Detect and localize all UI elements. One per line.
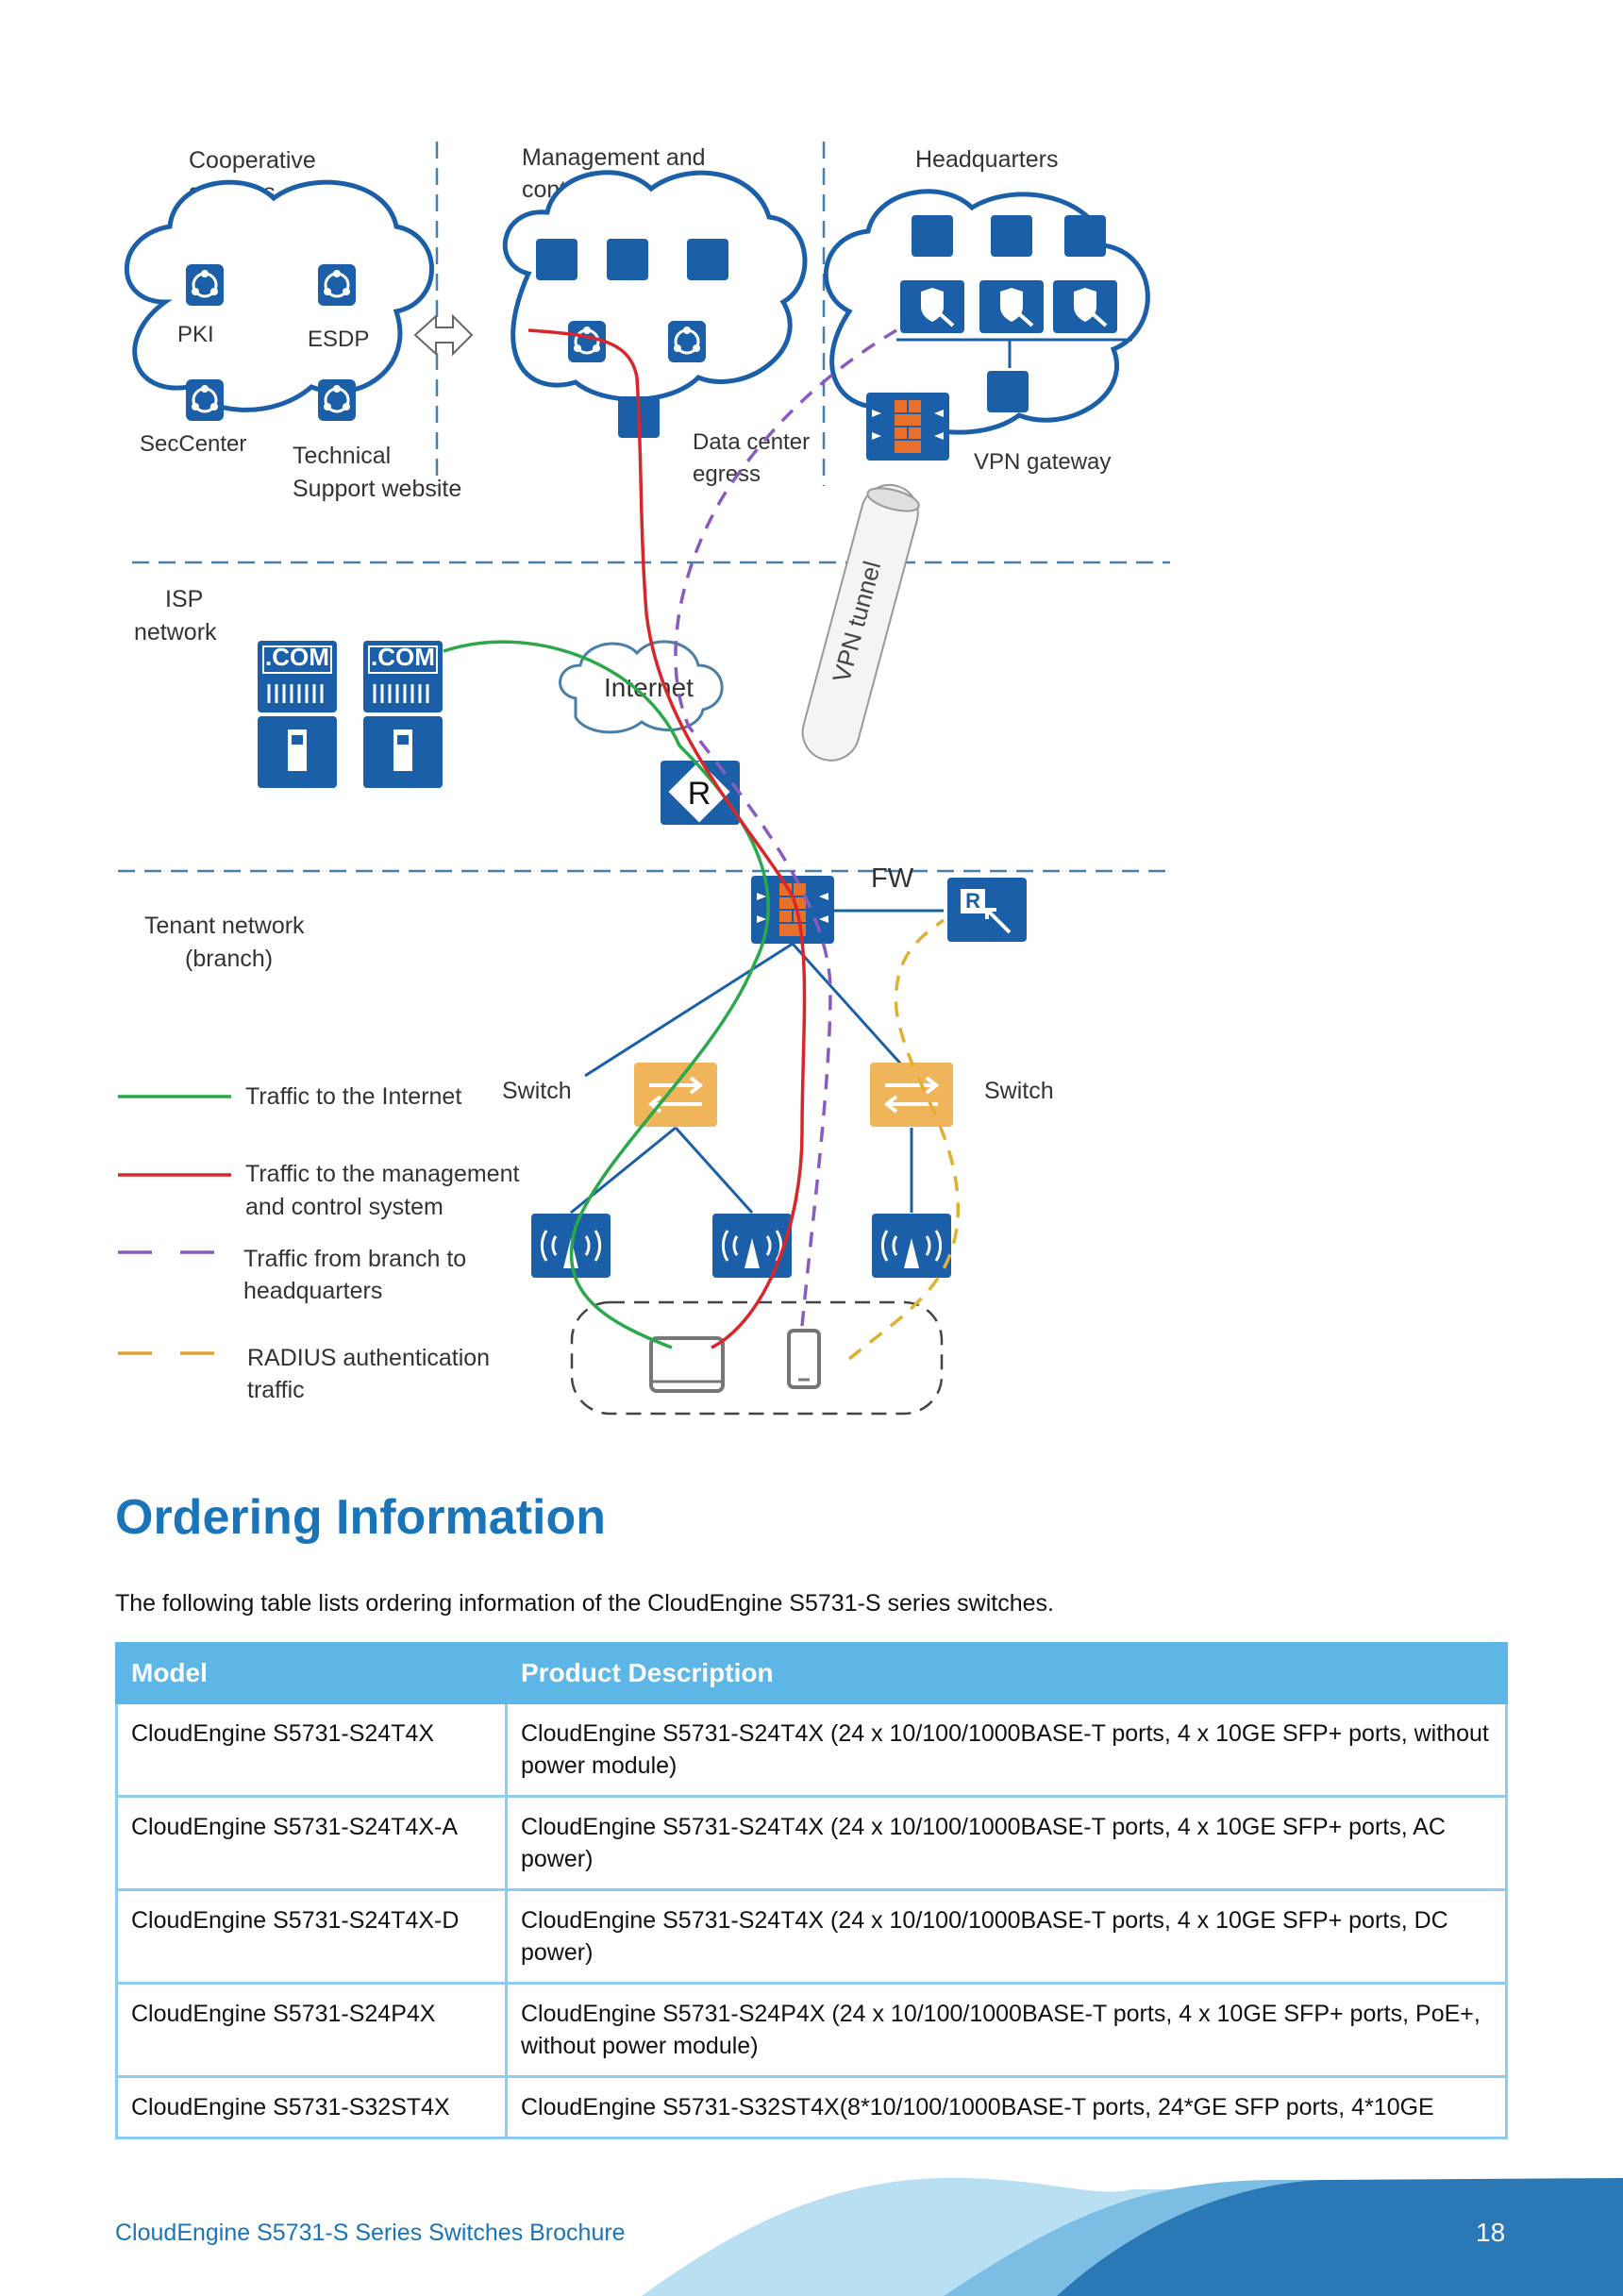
network-diagram: R Cooperative systems Management and con… bbox=[118, 142, 1170, 1416]
table-header-row: Model Product Description bbox=[115, 1642, 1508, 1704]
mgmt-server-icon bbox=[536, 239, 577, 280]
description-cell: CloudEngine S5731-S24T4X (24 x 10/100/10… bbox=[505, 1888, 1508, 1985]
red-traffic-path bbox=[527, 328, 807, 1349]
page-number: 18 bbox=[1476, 2218, 1506, 2247]
header-description: Product Description bbox=[505, 1642, 1508, 1704]
tablet-icon bbox=[649, 1336, 725, 1393]
table-row: CloudEngine S5731-S24T4X-D CloudEngine S… bbox=[115, 1888, 1508, 1985]
radius-controller-icon bbox=[945, 876, 1029, 944]
zone-label-tenant-1: Tenant network bbox=[144, 913, 305, 939]
legend: Traffic to the Internet Traffic to the m… bbox=[118, 1083, 519, 1403]
model-cell: CloudEngine S5731-S32ST4X bbox=[115, 2075, 508, 2139]
com-label-2: .COM bbox=[371, 643, 435, 671]
hq-security-icon bbox=[978, 278, 1046, 335]
branch-firewall-icon bbox=[750, 875, 835, 945]
hq-com-icon bbox=[912, 215, 953, 257]
zone-label-isp-2: network bbox=[134, 619, 217, 645]
mgmt-controller-icon bbox=[607, 239, 648, 280]
green-traffic-path bbox=[443, 640, 770, 1349]
seccenter-label: SecCenter bbox=[140, 431, 246, 457]
hq-server-icon bbox=[991, 215, 1032, 257]
seccenter-icon bbox=[184, 377, 226, 423]
legend-headquarters-2: headquarters bbox=[243, 1278, 382, 1304]
terminal-group bbox=[570, 1300, 944, 1416]
purple-traffic-path bbox=[674, 328, 897, 1327]
pki-icon bbox=[184, 262, 226, 308]
pki-label: PKI bbox=[177, 322, 214, 347]
legend-radius-1: RADIUS authentication bbox=[247, 1345, 490, 1371]
model-cell: CloudEngine S5731-S24T4X-A bbox=[115, 1795, 508, 1891]
zone-label-isp-1: ISP bbox=[165, 586, 203, 612]
switch-left-label: Switch bbox=[502, 1078, 572, 1104]
hq-firewall-icon bbox=[865, 392, 950, 461]
double-arrow-icon bbox=[413, 313, 474, 357]
footer-wave bbox=[642, 2177, 1623, 2296]
section-title: Ordering Information bbox=[115, 1490, 606, 1545]
table-row: CloudEngine S5731-S24P4X CloudEngine S57… bbox=[115, 1982, 1508, 2078]
switch-right-label: Switch bbox=[984, 1078, 1054, 1104]
vpn-gateway-label: VPN gateway bbox=[974, 449, 1111, 475]
tech-support-icon bbox=[316, 377, 358, 423]
dc-egress-label-1: Data center bbox=[693, 429, 810, 455]
zone-label-cooperative-1: Cooperative bbox=[189, 147, 316, 174]
model-cell: CloudEngine S5731-S24P4X bbox=[115, 1982, 508, 2078]
footer-title: CloudEngine S5731-S Series Switches Broc… bbox=[115, 2220, 626, 2246]
model-cell: CloudEngine S5731-S24T4X bbox=[115, 1701, 508, 1798]
tech-support-label-2: Support website bbox=[293, 476, 461, 502]
ap-icon-2 bbox=[711, 1212, 794, 1280]
phone-icon bbox=[787, 1329, 821, 1389]
hq-controller-icon bbox=[898, 278, 966, 335]
isp-server-icon-2 bbox=[363, 716, 443, 788]
zone-label-headquarters: Headquarters bbox=[915, 146, 1058, 173]
cloud-cooperative bbox=[124, 179, 434, 412]
vpn-tunnel: VPN tunnel bbox=[801, 483, 920, 762]
table-row: CloudEngine S5731-S32ST4X CloudEngine S5… bbox=[115, 2075, 1508, 2139]
legend-internet: Traffic to the Internet bbox=[245, 1083, 461, 1110]
legend-radius-2: traffic bbox=[247, 1377, 305, 1403]
ordering-table: Model Product Description CloudEngine S5… bbox=[115, 1642, 1508, 2139]
orange-traffic-path bbox=[847, 918, 960, 1361]
description-cell: CloudEngine S5731-S24P4X (24 x 10/100/10… bbox=[505, 1982, 1508, 2078]
vpn-gateway-icon bbox=[987, 371, 1029, 412]
model-cell: CloudEngine S5731-S24T4X-D bbox=[115, 1888, 508, 1985]
isp-server-icon-1 bbox=[258, 716, 337, 788]
description-cell: CloudEngine S5731-S32ST4X(8*10/100/1000B… bbox=[505, 2075, 1508, 2139]
ap-icon-3 bbox=[870, 1212, 953, 1280]
svg-text:R: R bbox=[688, 776, 711, 812]
tech-support-label-1: Technical bbox=[293, 443, 391, 469]
hq-ad-icon bbox=[1051, 278, 1119, 335]
switch-left-icon bbox=[632, 1061, 719, 1129]
esdp-label: ESDP bbox=[308, 327, 369, 352]
cloud-management bbox=[502, 170, 808, 402]
fw-label: FW bbox=[871, 863, 914, 894]
table-row: CloudEngine S5731-S24T4X CloudEngine S57… bbox=[115, 1701, 1508, 1798]
mgmt-cloud-service-icon-2 bbox=[666, 319, 708, 364]
hq-storage-icon bbox=[1064, 215, 1106, 257]
header-model: Model bbox=[115, 1642, 508, 1704]
description-cell: CloudEngine S5731-S24T4X (24 x 10/100/10… bbox=[505, 1701, 1508, 1798]
esdp-icon bbox=[316, 262, 358, 308]
table-row: CloudEngine S5731-S24T4X-A CloudEngine S… bbox=[115, 1795, 1508, 1891]
legend-management-2: and control system bbox=[245, 1194, 443, 1220]
intro-paragraph: The following table lists ordering infor… bbox=[115, 1590, 1054, 1617]
zone-label-management-1: Management and bbox=[522, 144, 706, 171]
router-icon: R bbox=[661, 761, 740, 825]
switch-right-icon bbox=[868, 1061, 955, 1129]
description-cell: CloudEngine S5731-S24T4X (24 x 10/100/10… bbox=[505, 1795, 1508, 1891]
mgmt-security-icon bbox=[687, 239, 728, 280]
zone-label-tenant-2: (branch) bbox=[185, 946, 273, 972]
dc-egress-label-2: egress bbox=[693, 461, 761, 487]
legend-headquarters-1: Traffic from branch to bbox=[243, 1246, 466, 1272]
com-label-1: .COM bbox=[265, 643, 329, 671]
legend-management-1: Traffic to the management bbox=[245, 1161, 519, 1187]
